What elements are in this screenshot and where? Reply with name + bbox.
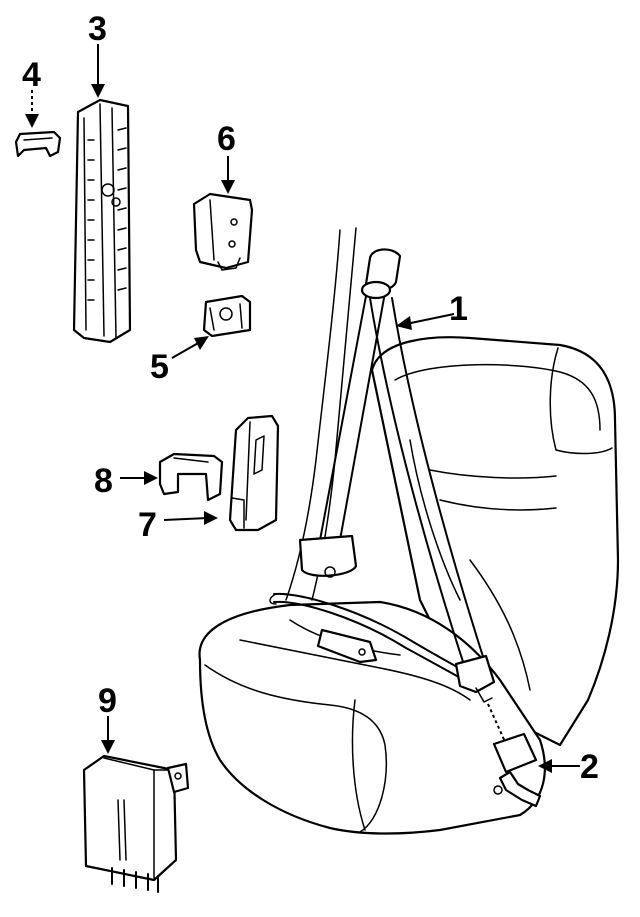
buckle-assembly [487,703,542,808]
callout-7: 7 [138,506,157,544]
clip [202,294,252,338]
seat-illustration [198,336,620,835]
callout-3: 3 [88,10,107,48]
rail-notches [87,127,127,301]
control-module [82,754,190,893]
cover-clip [14,130,62,158]
callout-2: 2 [580,748,599,786]
callout-labels: 1 2 3 4 5 6 7 8 9 [22,10,599,786]
bracket [192,192,254,271]
callout-4: 4 [22,56,41,94]
shoulder-belt-assembly [269,227,496,703]
callout-6: 6 [217,120,236,158]
guide [228,414,280,532]
cover [158,452,224,502]
callout-1: 1 [449,290,468,328]
height-adjuster-rail [72,98,132,344]
callout-8: 8 [94,462,113,500]
callout-5: 5 [150,348,169,386]
leader-arrows [25,44,580,773]
module-pins [111,867,159,893]
callout-9: 9 [98,682,117,720]
